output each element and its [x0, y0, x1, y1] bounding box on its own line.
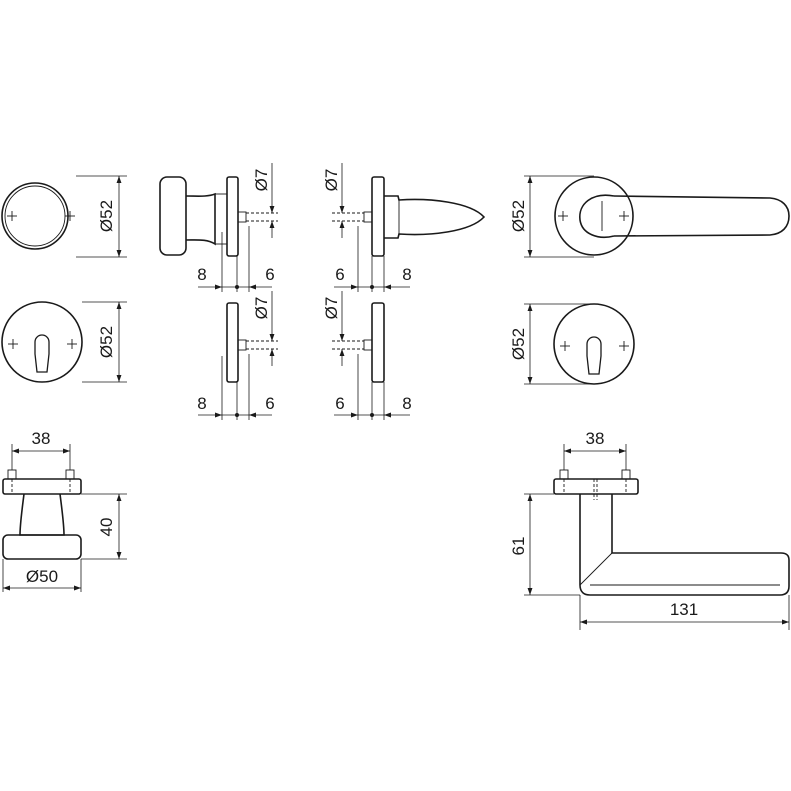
lever-height-label: 61 — [509, 537, 528, 556]
cylinder-rosette-front-view — [1, 301, 83, 383]
cylinder-lever-spindle-label: Ø7 — [322, 297, 341, 320]
lever-length-dimension: 131 — [579, 595, 790, 630]
cylinder-rosette-diameter-label: Ø52 — [97, 326, 116, 358]
screw-mark-right — [619, 211, 629, 221]
lever-front-view — [554, 176, 790, 256]
knob-offset-dimension: 8 6 — [197, 226, 275, 292]
screw-mark-right — [67, 339, 77, 349]
screw-mark-right — [619, 341, 629, 351]
lever-spindle-label: Ø7 — [322, 169, 341, 192]
cylinder-lever-offset-right-label: 8 — [402, 394, 411, 413]
lever-spindle-dimension: Ø7 — [322, 163, 345, 238]
lever-elevation-view — [553, 469, 790, 596]
round-rosette-front-view — [1, 182, 75, 250]
cylinder-lever-spindle-dimension: Ø7 — [322, 291, 345, 366]
knob-side-view — [159, 176, 278, 257]
rosette-diameter-dimension: Ø52 — [76, 175, 127, 258]
screw-mark-right — [65, 211, 75, 221]
cylinder-rosette-right-diameter-dimension: Ø52 — [509, 303, 594, 385]
lever-rosette-diameter-dimension: Ø52 — [509, 175, 594, 258]
knob-base-diameter-dimension: Ø50 — [2, 559, 82, 592]
lever-offset-left-label: 6 — [335, 265, 344, 284]
knob-height-dimension: 40 — [81, 493, 127, 560]
cylinder-lever-offset-left-label: 6 — [335, 394, 344, 413]
lever-offset-dimension: 6 8 — [334, 226, 412, 292]
cylinder-knob-spindle-dimension: Ø7 — [252, 291, 275, 366]
cylinder-rosette-diameter-dimension: Ø52 — [82, 301, 127, 383]
cylinder-knob-spindle-label: Ø7 — [252, 297, 271, 320]
cylinder-knob-side-view — [226, 302, 278, 383]
lever-side-view — [332, 176, 486, 257]
knob-base-diameter-label: Ø50 — [26, 567, 58, 586]
cylinder-lever-offset-dimension: 6 8 — [334, 354, 412, 420]
cylinder-knob-offset-dimension: 8 6 — [197, 354, 275, 420]
screw-mark-left — [7, 211, 17, 221]
knob-fixing-distance-label: 38 — [32, 429, 51, 448]
lever-height-dimension: 61 — [509, 493, 580, 596]
screw-mark-left — [558, 211, 568, 221]
lever-fixing-distance-label: 38 — [586, 429, 605, 448]
cylinder-lever-side-view — [332, 302, 385, 383]
knob-height-label: 40 — [97, 518, 116, 537]
lever-offset-right-label: 8 — [402, 265, 411, 284]
cylinder-knob-offset-left-label: 8 — [197, 394, 206, 413]
cylinder-rosette-right-front-view — [553, 303, 635, 385]
screw-mark-left — [560, 341, 570, 351]
knob-offset-right-label: 6 — [265, 265, 274, 284]
knob-fixing-distance-dimension: 38 — [11, 429, 71, 470]
cylinder-knob-offset-right-label: 6 — [265, 394, 274, 413]
knob-spindle-dimension: Ø7 — [252, 163, 275, 238]
knob-elevation-view — [2, 469, 82, 560]
lever-length-label: 131 — [670, 600, 698, 619]
screw-mark-left — [8, 339, 18, 349]
rosette-diameter-label: Ø52 — [97, 200, 116, 232]
knob-offset-left-label: 8 — [197, 265, 206, 284]
cylinder-rosette-right-diameter-label: Ø52 — [509, 328, 528, 360]
lever-fixing-distance-dimension: 38 — [563, 429, 627, 470]
lever-rosette-diameter-label: Ø52 — [509, 200, 528, 232]
knob-spindle-label: Ø7 — [252, 169, 271, 192]
